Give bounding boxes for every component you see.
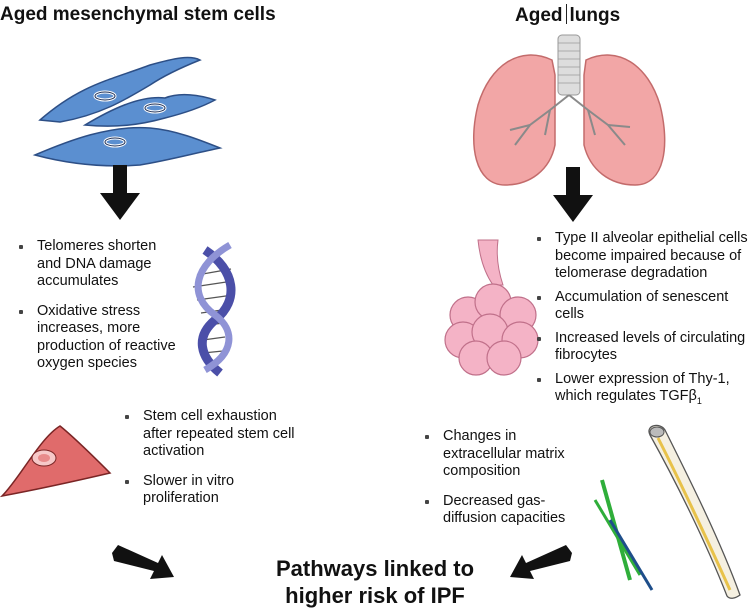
- pathways-line2: higher risk of IPF: [285, 583, 465, 608]
- right-bullets-upper: Type II alveolar epithelial cells become…: [535, 230, 750, 416]
- dna-helix-icon: [192, 241, 236, 377]
- red-stem-cell-icon: [0, 425, 112, 498]
- lungs-icon: [472, 34, 666, 186]
- list-item: Slower in vitro proliferation: [123, 473, 308, 508]
- pathways-line1: Pathways linked to: [275, 556, 475, 581]
- right-bullets-lower: Changes in extracellular matrix composit…: [423, 428, 583, 540]
- left-down-arrow: [100, 165, 140, 220]
- left-bullets-lower: Stem cell exhaustion after repeated stem…: [123, 408, 308, 520]
- right-title-part2: lungs: [569, 5, 621, 26]
- list-item: Lower expression of Thy-1, which regulat…: [535, 371, 750, 411]
- list-item: Changes in extracellular matrix composit…: [423, 428, 583, 481]
- left-to-center-arrow: [112, 545, 174, 579]
- list-item: Decreased gas-diffusion capacities: [423, 493, 583, 528]
- left-bullets-upper: Telomeres shorten and DNA damage accumul…: [17, 238, 182, 385]
- extracellular-matrix-icon: [593, 424, 741, 599]
- right-down-arrow: [553, 167, 593, 222]
- right-title-part1: Aged: [515, 5, 563, 26]
- tgf-subscript: 1: [696, 395, 702, 406]
- list-item: Stem cell exhaustion after repeated stem…: [123, 408, 308, 461]
- thy1-text: Lower expression of Thy-1, which regulat…: [555, 370, 730, 405]
- list-item: Increased levels of circulating fibrocyt…: [535, 330, 750, 365]
- alveoli-icon: [444, 239, 539, 376]
- list-item: Type II alveolar epithelial cells become…: [535, 230, 750, 283]
- right-to-center-arrow: [510, 545, 572, 579]
- list-item: Telomeres shorten and DNA damage accumul…: [17, 238, 182, 291]
- title-divider: [565, 4, 567, 24]
- list-item: Accumulation of senescent cells: [535, 289, 750, 324]
- right-title: Aged lungs: [515, 4, 620, 27]
- left-title: Aged mesenchymal stem cells: [0, 4, 276, 25]
- pathways-label: Pathways linked to higher risk of IPF: [235, 555, 515, 609]
- list-item: Oxidative stress increases, more product…: [17, 303, 182, 373]
